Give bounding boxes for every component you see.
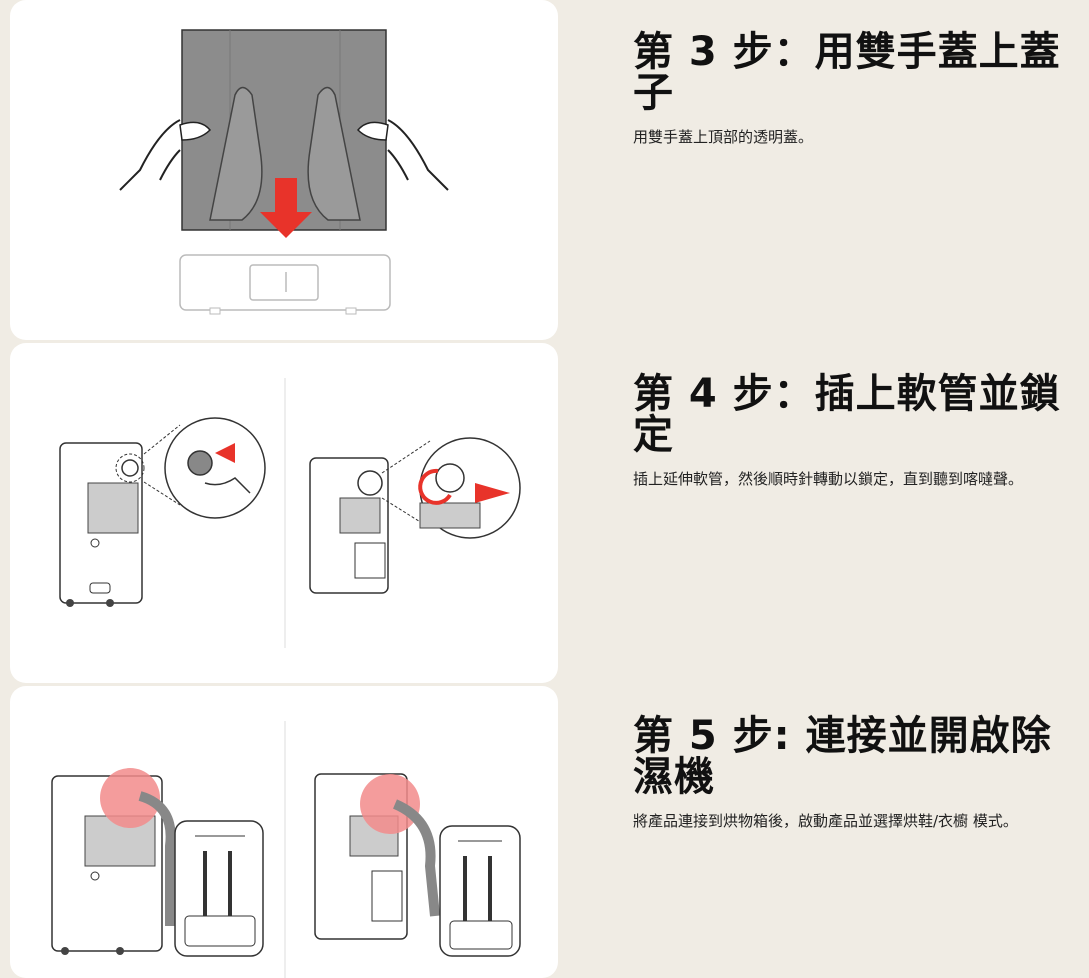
step-4-illustration: [10, 343, 558, 683]
step-4-illustration-card: [10, 343, 558, 683]
step-5-illustration: [10, 686, 558, 978]
step-4-title: 第 4 步：插上軟管並鎖定: [633, 374, 1073, 456]
step-4-description: 插上延伸軟管，然後順時針轉動以鎖定，直到聽到喀噠聲。: [633, 470, 1078, 488]
step-3-title: 第 3 步：用雙手蓋上蓋子: [633, 32, 1073, 114]
step-3-description: 用雙手蓋上頂部的透明蓋。: [633, 128, 1078, 146]
step-5-title: 第 5 步: 連接並開啟除濕機: [633, 716, 1083, 798]
step-5-description: 將產品連接到烘物箱後，啟動產品並選擇烘鞋/衣櫥 模式。: [633, 812, 1078, 830]
step-5-illustration-card: [10, 686, 558, 978]
step-3-illustration: [10, 0, 558, 340]
step-3-illustration-card: [10, 0, 558, 340]
